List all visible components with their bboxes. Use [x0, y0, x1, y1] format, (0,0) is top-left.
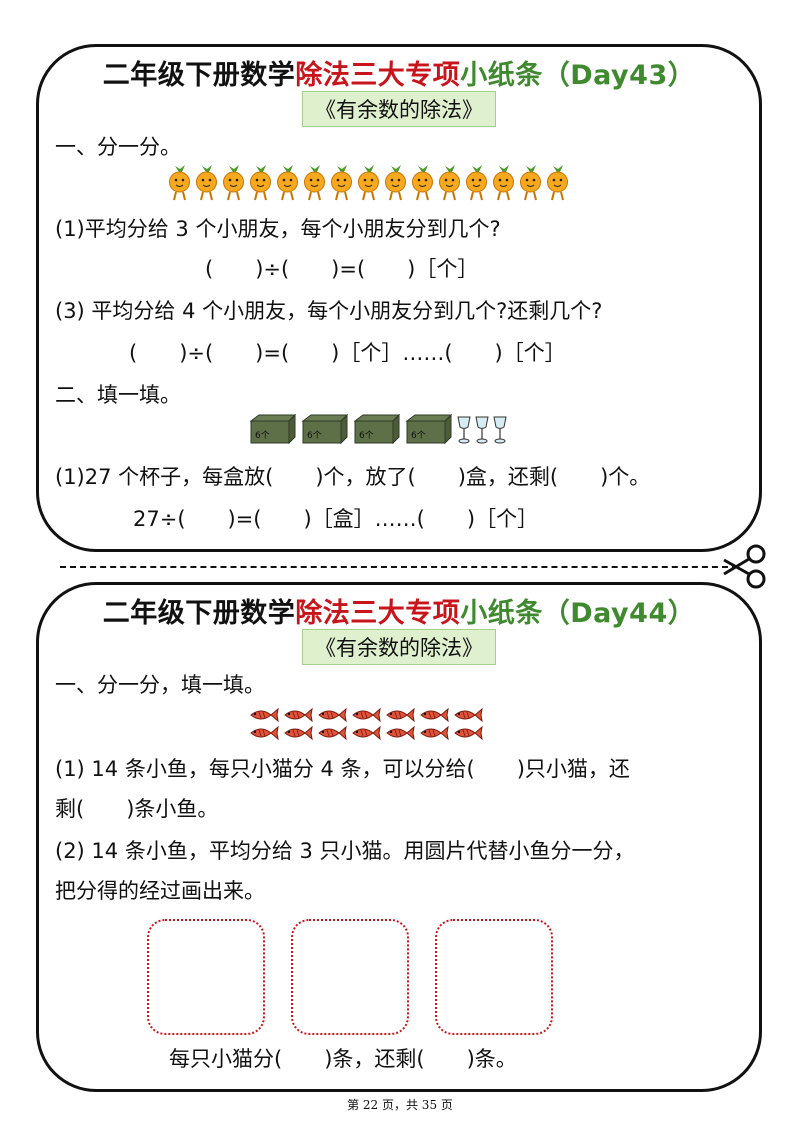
fish-icon — [318, 725, 347, 741]
fish-icon — [454, 707, 483, 723]
title-part-day: 小纸条（Day44） — [460, 598, 696, 629]
orange-icon — [358, 165, 379, 201]
title-part-topic: 除法三大专项 — [295, 598, 461, 629]
orange-icon — [304, 165, 325, 201]
section-heading-2: 二、填一填。 — [55, 383, 181, 407]
question-3: (3) 平均分给 4 个小朋友，每个小朋友分到几个?还剩几个? — [55, 299, 603, 323]
box-icon: 6个 — [353, 413, 401, 445]
question-1: (1)平均分给 3 个小朋友，每个小朋友分到几个? — [55, 217, 501, 241]
fish-icon — [284, 725, 313, 741]
drawing-box[interactable] — [147, 919, 265, 1035]
fish-icon — [420, 725, 449, 741]
orange-icon — [331, 165, 352, 201]
orange-icon — [385, 165, 406, 201]
fish-icon — [250, 725, 279, 741]
card-title: 二年级下册数学除法三大专项小纸条（Day43） — [39, 53, 759, 92]
lesson-subtitle: 《有余数的除法》 — [302, 629, 496, 665]
answer-line: 每只小猫分( )条，还剩( )条。 — [169, 1047, 517, 1071]
card-title: 二年级下册数学除法三大专项小纸条（Day44） — [39, 591, 759, 630]
orange-icon — [520, 165, 541, 201]
fish-icon — [250, 707, 279, 723]
section-heading-1: 一、分一分。 — [55, 135, 181, 159]
question-3-formula: ( )÷( )=( )［个］……( )［个］ — [129, 341, 566, 365]
worksheet-card-day43: 二年级下册数学除法三大专项小纸条（Day43） 《有余数的除法》 一、分一分。 … — [36, 44, 762, 552]
page-number: 第 22 页，共 35 页 — [347, 1098, 453, 1112]
orange-row — [167, 165, 570, 201]
question-1-formula: ( )÷( )=( )［个］ — [205, 257, 479, 281]
question-2-1: (1)27 个杯子，每盒放( )个，放了( )盒，还剩( )个。 — [55, 465, 651, 489]
orange-icon — [169, 165, 190, 201]
fish-icon — [352, 707, 381, 723]
box-icon: 6个 — [249, 413, 297, 445]
orange-icon — [250, 165, 271, 201]
fish-group — [249, 707, 489, 741]
fish-icon — [318, 707, 347, 723]
cup-icon — [475, 416, 489, 444]
fish-icon — [386, 725, 415, 741]
question-1-line-1: (1) 14 条小鱼，每只小猫分 4 条，可以分给( )只小猫，还 — [55, 757, 630, 781]
orange-icon — [196, 165, 217, 201]
drawing-box[interactable] — [435, 919, 553, 1035]
title-part-day: 小纸条（Day43） — [460, 60, 696, 91]
section-heading-1: 一、分一分，填一填。 — [55, 673, 265, 697]
cut-line — [60, 566, 738, 568]
question-2-line-2: 把分得的经过画出来。 — [55, 879, 265, 903]
box-and-cup-row: 6个 6个 6个 6个 — [249, 413, 507, 445]
fish-icon — [386, 707, 415, 723]
orange-icon — [466, 165, 487, 201]
orange-icon — [223, 165, 244, 201]
question-1-line-2: 剩( )条小鱼。 — [55, 797, 219, 821]
orange-icon — [439, 165, 460, 201]
question-2-1-formula: 27÷( )=( )［盒］……( )［个］ — [133, 507, 539, 531]
box-label: 6个 — [255, 430, 270, 441]
worksheet-card-day44: 二年级下册数学除法三大专项小纸条（Day44） 《有余数的除法》 一、分一分，填… — [36, 582, 762, 1092]
fish-icon — [284, 707, 313, 723]
drawing-box[interactable] — [291, 919, 409, 1035]
orange-icon — [412, 165, 433, 201]
title-part-grade: 二年级下册数学 — [102, 598, 296, 629]
box-label: 6个 — [359, 430, 374, 441]
box-label: 6个 — [411, 430, 426, 441]
box-label: 6个 — [307, 430, 322, 441]
fish-icon — [454, 725, 483, 741]
box-icon: 6个 — [405, 413, 453, 445]
scissors-icon — [722, 544, 770, 594]
fish-icon — [420, 707, 449, 723]
box-icon: 6个 — [301, 413, 349, 445]
fish-icon — [352, 725, 381, 741]
orange-icon — [547, 165, 568, 201]
orange-icon — [277, 165, 298, 201]
cup-icon — [457, 416, 471, 444]
title-part-grade: 二年级下册数学 — [102, 60, 296, 91]
cup-icon — [493, 416, 507, 444]
question-2-line-1: (2) 14 条小鱼，平均分给 3 只小猫。用圆片代替小鱼分一分， — [55, 839, 635, 863]
orange-icon — [493, 165, 514, 201]
title-part-topic: 除法三大专项 — [295, 60, 461, 91]
lesson-subtitle: 《有余数的除法》 — [302, 91, 496, 127]
